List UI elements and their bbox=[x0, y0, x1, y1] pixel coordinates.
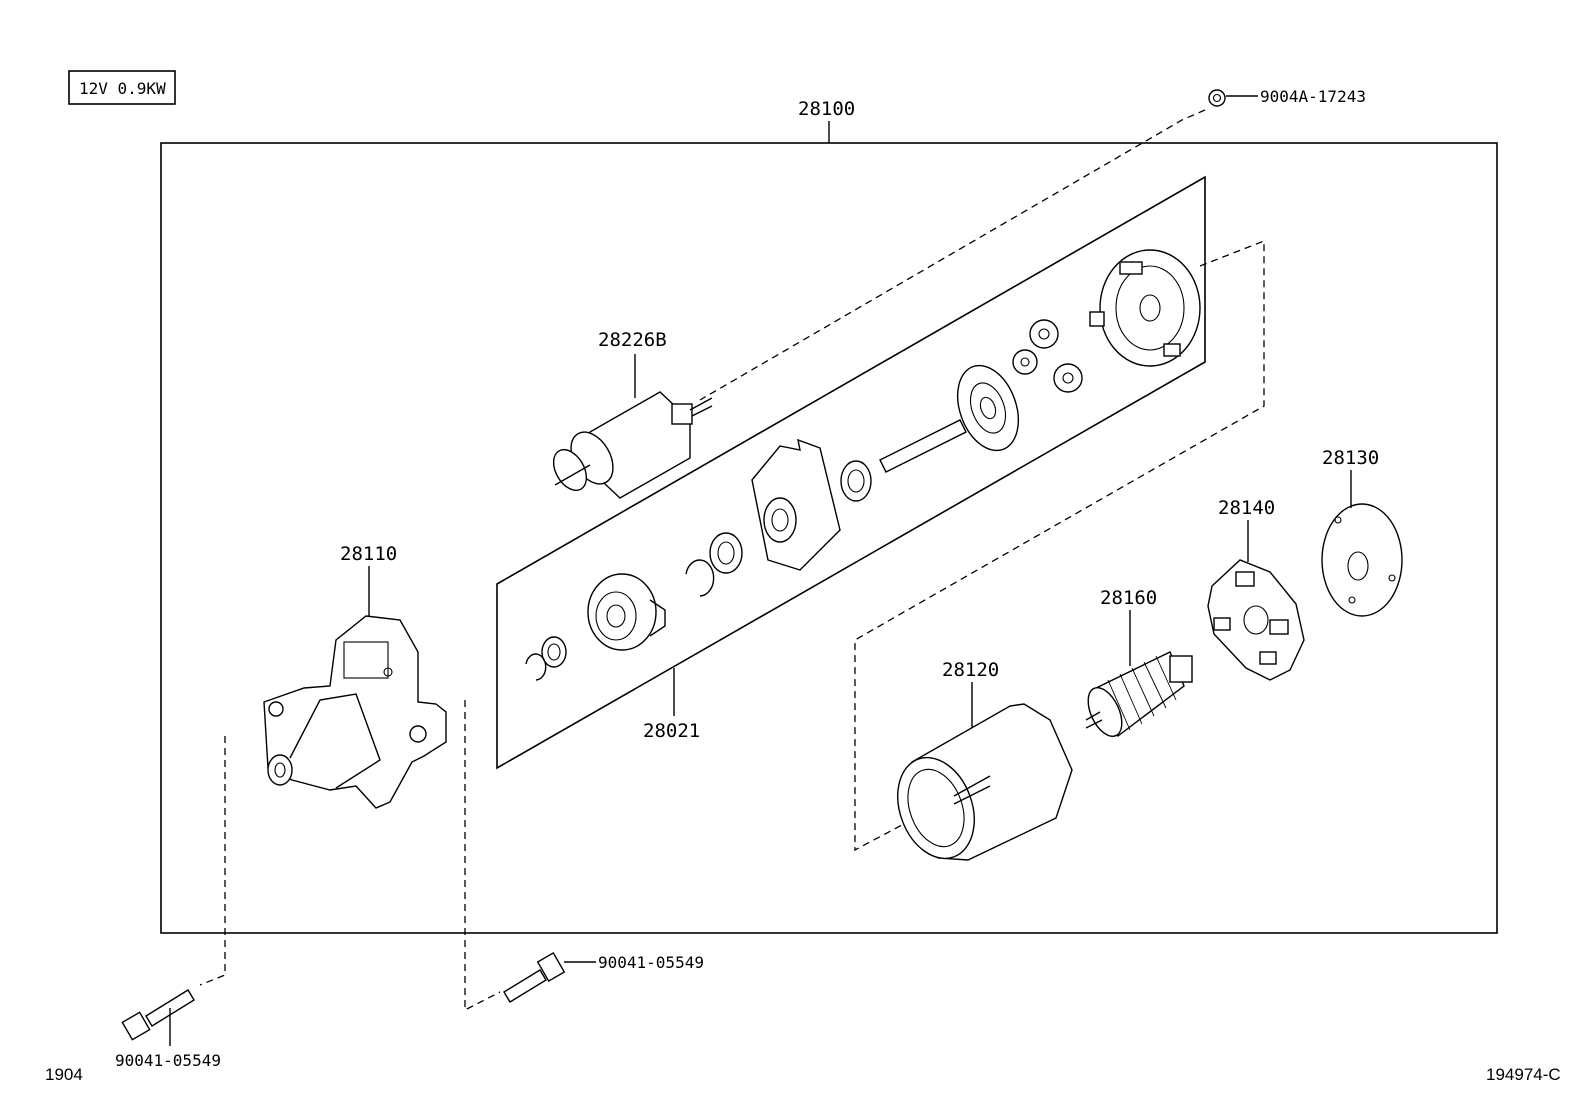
yoke-icon bbox=[897, 703, 1073, 861]
bolt-right-icon bbox=[503, 952, 596, 1003]
housing-icon bbox=[263, 615, 447, 809]
drive-kit-parts bbox=[525, 249, 1201, 681]
brush-holder-icon bbox=[1207, 559, 1305, 681]
label-90041-05549-right: 90041-05549 bbox=[598, 953, 704, 972]
solenoid-icon bbox=[552, 391, 713, 499]
label-28021: 28021 bbox=[643, 720, 700, 742]
assembly-lines bbox=[199, 109, 1265, 1012]
footer-right-code: 194974-C bbox=[1486, 1065, 1561, 1084]
label-9004A-17243: 9004A-17243 bbox=[1260, 87, 1366, 106]
armature-icon bbox=[1085, 651, 1193, 738]
label-28226B: 28226B bbox=[598, 329, 667, 351]
spec-label-text: 12V 0.9KW bbox=[79, 79, 166, 98]
footer-left-code: 1904 bbox=[45, 1065, 83, 1084]
label-28120: 28120 bbox=[942, 659, 999, 681]
label-90041-05549-left: 90041-05549 bbox=[115, 1051, 221, 1070]
bolt-left-icon bbox=[121, 989, 195, 1046]
spec-label: 12V 0.9KW bbox=[68, 70, 176, 105]
end-frame-icon bbox=[1321, 503, 1403, 617]
label-28130: 28130 bbox=[1322, 447, 1379, 469]
nut-icon bbox=[1208, 89, 1258, 107]
label-28110: 28110 bbox=[340, 543, 397, 565]
drive-kit-frame bbox=[496, 175, 1206, 770]
label-28140: 28140 bbox=[1218, 497, 1275, 519]
label-28160: 28160 bbox=[1100, 587, 1157, 609]
label-28100: 28100 bbox=[798, 98, 855, 120]
